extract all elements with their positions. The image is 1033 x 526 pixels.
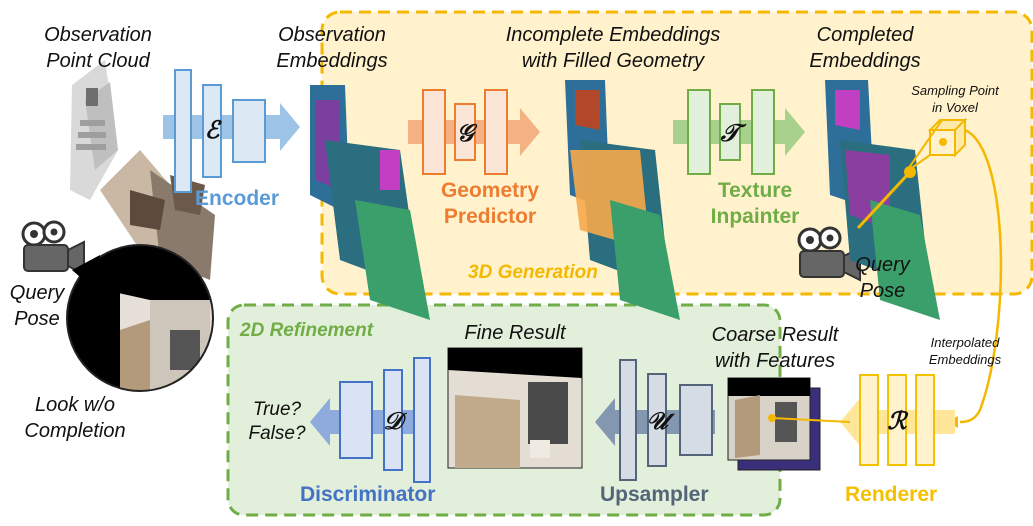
encoder-symbol: ℰ	[204, 115, 220, 144]
true-false-label: True?False?	[248, 399, 306, 444]
geometry-symbol: 𝒢	[456, 118, 474, 147]
upsampler-block	[595, 359, 715, 481]
discriminator-block	[310, 357, 431, 483]
camera-icon-left	[21, 220, 85, 276]
camera-icon-right	[797, 226, 861, 282]
coarse-result-image	[727, 377, 821, 471]
incomplete-embeddings-image	[565, 80, 680, 320]
encoder-block	[163, 69, 300, 193]
fine-result-label: Fine Result	[464, 322, 566, 344]
renderer-block	[840, 374, 955, 466]
upsampler-symbol: 𝒰	[646, 406, 668, 435]
renderer-name: Renderer	[845, 483, 938, 506]
texture-inpainter-block	[673, 89, 805, 175]
discriminator-symbol: 𝒟	[383, 406, 403, 435]
encoder-name: Encoder	[195, 187, 280, 210]
region-3d-generation-title: 3D Generation	[468, 262, 598, 283]
discriminator-name: Discriminator	[300, 483, 436, 506]
observation-embeddings-image	[310, 85, 430, 320]
upsampler-name: Upsampler	[600, 483, 709, 506]
texture-symbol: 𝒯	[720, 118, 740, 147]
renderer-symbol: ℛ	[887, 406, 907, 435]
region-2d-refinement-title: 2D Refinement	[240, 320, 374, 341]
geometry-predictor-block	[408, 89, 540, 175]
voxel-cube-icon	[927, 117, 968, 158]
fine-result-image	[447, 347, 583, 469]
completed-embeddings-image	[825, 80, 940, 320]
